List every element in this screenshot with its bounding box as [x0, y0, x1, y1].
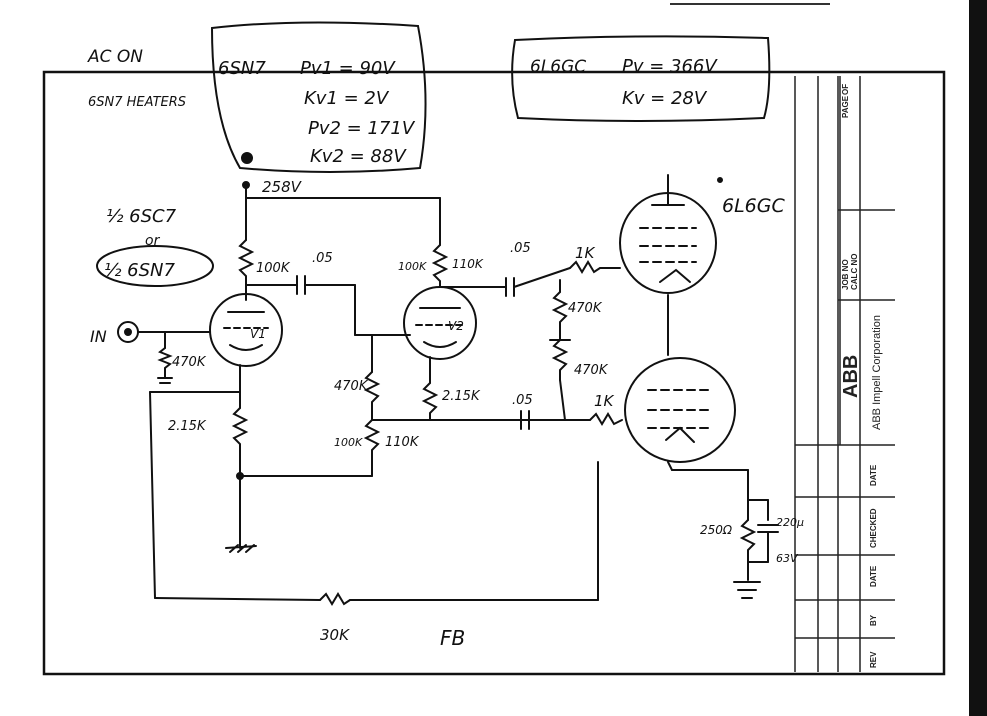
box1-tube: 6SN7: [218, 58, 266, 79]
label-grid-stop-1: 1K: [575, 244, 596, 262]
label-v2: V2: [448, 319, 464, 333]
label-fb: FB: [440, 626, 465, 650]
label-r-bias1: 470K: [568, 301, 603, 316]
label-c2: .05: [510, 241, 531, 256]
tb-date-2: DATE: [869, 565, 878, 587]
note-heaters: 6SN7 HEATERS: [88, 95, 186, 110]
box1-line-3: Pv2 = 171V: [308, 118, 416, 139]
label-stage1-a: ½ 6SC7: [106, 206, 177, 227]
label-r-cath1: 2.15K: [168, 419, 207, 434]
tb-calc-no: CALC NO: [850, 254, 859, 290]
tube-output-1: [619, 192, 717, 294]
box1-line-4: Kv2 = 88V: [310, 146, 407, 167]
label-output-tube: 6L6GC: [722, 195, 785, 217]
label-r-div-a: 100K: [334, 436, 363, 449]
tb-date-1: DATE: [869, 464, 878, 486]
label-grid-stop-2: 1K: [594, 392, 615, 410]
label-r-plate2b: 110K: [452, 257, 484, 271]
label-c-cath-out: 220µ: [776, 516, 804, 529]
label-r-cath2: 2.15K: [442, 389, 481, 404]
label-c1: .05: [312, 251, 333, 266]
label-r-grid2: 470K: [334, 379, 369, 394]
voltage-box-2: [511, 35, 771, 122]
tube-output-2: [624, 357, 736, 463]
tb-by: BY: [869, 614, 878, 626]
component-labels: 258V ½ 6SC7 or ½ 6SN7 IN 470K 100K .05 V…: [90, 178, 804, 650]
note-ac-on: AC ON: [87, 47, 143, 67]
label-input: IN: [90, 327, 107, 346]
tube-v1: [209, 293, 283, 367]
label-c3: .05: [512, 393, 533, 408]
schematic: [117, 152, 779, 606]
box2-line-1: Pv = 366V: [622, 56, 718, 77]
box2-line-2: Kv = 28V: [622, 88, 708, 109]
label-r-div-b: 110K: [385, 435, 420, 450]
label-supply: 258V: [262, 178, 303, 196]
label-stage1-b: ½ 6SN7: [104, 260, 176, 281]
header-notes: AC ON 6SN7 HEATERS 6SN7 Pv1 = 90V Kv1 = …: [87, 21, 771, 173]
scan-edge: [969, 0, 987, 716]
label-v1: V1: [250, 327, 266, 341]
label-r-bias2: 470K: [574, 363, 609, 378]
company-name: ABB Impell Corporation: [871, 315, 883, 430]
tb-rev: REV: [869, 651, 878, 668]
tb-checked: CHECKED: [869, 508, 878, 548]
label-r-plate2a: 100K: [398, 260, 427, 273]
drawing-border: [42, 70, 946, 676]
title-block: [794, 76, 895, 672]
abb-logo: ABB: [840, 355, 862, 398]
label-c-cath-out-v: 63V: [776, 552, 799, 565]
label-stage1-or: or: [145, 233, 161, 249]
tb-job-no: JOB NO: [841, 259, 850, 290]
box2-tube: 6L6GC: [530, 57, 586, 77]
tb-page: PAGE: [841, 95, 850, 118]
label-r-in: 470K: [172, 355, 207, 370]
box1-line-1: Pv1 = 90V: [300, 58, 396, 79]
voltage-box-1: [210, 21, 427, 173]
tb-of: OF: [841, 84, 850, 95]
title-block-labels: PAGE OF JOB NO CALC NO DATE CHECKED DATE…: [840, 84, 883, 668]
label-r-cath-out: 250Ω: [700, 523, 733, 537]
label-r-fb: 30K: [320, 626, 350, 644]
tube-v2: [403, 286, 477, 360]
label-r-plate1: 100K: [256, 261, 291, 276]
circle-6sn7: [96, 245, 214, 287]
box1-line-2: Kv1 = 2V: [304, 88, 390, 109]
